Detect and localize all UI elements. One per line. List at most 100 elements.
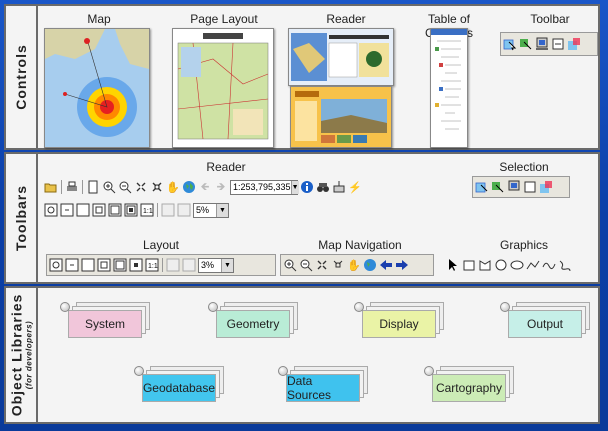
library-system[interactable]: System bbox=[60, 302, 150, 340]
map-thumbnail[interactable] bbox=[44, 28, 150, 148]
layout-zoom-out-icon[interactable] bbox=[65, 258, 79, 272]
back-arrow-icon[interactable]: 🡸 bbox=[200, 180, 210, 193]
zoom-selected-icon[interactable] bbox=[567, 37, 581, 51]
fixed-zoom-out-icon[interactable] bbox=[331, 258, 345, 272]
select-features-icon[interactable] bbox=[475, 180, 489, 194]
select-elements-arrow-icon[interactable] bbox=[446, 258, 460, 272]
fixed-zoom-in-icon[interactable] bbox=[315, 258, 329, 272]
full-extent-globe-icon[interactable] bbox=[182, 180, 196, 194]
reader-toolbar-row-1: ✋ 🡸 🡺 1:253,795,335▼ ⚡ bbox=[42, 176, 428, 198]
zoom-100-percent-icon[interactable]: 1:1 bbox=[140, 203, 154, 217]
attributes-icon[interactable] bbox=[507, 180, 521, 194]
controls-section-label: Controls bbox=[13, 44, 29, 110]
print-icon[interactable] bbox=[65, 180, 79, 194]
selection-toolbar bbox=[472, 176, 570, 198]
scale-combobox[interactable]: 1:253,795,335▼ bbox=[230, 179, 299, 195]
select-features-icon[interactable] bbox=[503, 37, 517, 51]
library-label: Cartography bbox=[435, 381, 503, 395]
object-libraries-section-label: Object Libraries (for developers) bbox=[9, 294, 34, 417]
fixed-zoom-in-icon[interactable] bbox=[134, 180, 148, 194]
library-bead bbox=[278, 366, 288, 376]
library-label: Data Sources bbox=[287, 374, 332, 402]
attributes-icon[interactable] bbox=[535, 37, 549, 51]
clear-selection-icon[interactable] bbox=[551, 37, 565, 51]
back-arrow-icon[interactable] bbox=[379, 258, 393, 272]
find-binoculars-icon[interactable] bbox=[316, 180, 330, 194]
previous-extent-icon[interactable] bbox=[166, 258, 180, 272]
page-layout-thumbnail[interactable] bbox=[172, 28, 274, 148]
layout-fixed-zoom-out-icon[interactable] bbox=[108, 203, 122, 217]
zoom-out-icon[interactable] bbox=[118, 180, 132, 194]
layout-zoom-combobox[interactable]: 3%▼ bbox=[198, 257, 234, 273]
freehand-icon[interactable] bbox=[558, 258, 572, 272]
polygon-icon[interactable] bbox=[478, 258, 492, 272]
open-folder-icon[interactable] bbox=[44, 180, 58, 194]
layout-toolbar: 1:1 3%▼ bbox=[46, 254, 276, 276]
layout-pan-icon[interactable] bbox=[81, 258, 95, 272]
curve-icon[interactable] bbox=[542, 258, 556, 272]
layout-zoom-in-icon[interactable] bbox=[44, 203, 58, 217]
separator bbox=[162, 258, 163, 272]
controls-panel: Controls Map Page Layout bbox=[4, 4, 600, 150]
library-card-front: Output bbox=[508, 310, 582, 338]
layout-fixed-zoom-in-icon[interactable] bbox=[97, 258, 111, 272]
zoom-100-percent-icon[interactable]: 1:1 bbox=[145, 258, 159, 272]
library-geometry[interactable]: Geometry bbox=[208, 302, 298, 340]
separator bbox=[82, 180, 83, 194]
zoom-whole-page-icon[interactable] bbox=[124, 203, 138, 217]
pan-hand-icon[interactable]: ✋ bbox=[347, 259, 361, 272]
library-bead bbox=[60, 302, 70, 312]
zoom-whole-page-icon[interactable] bbox=[129, 258, 143, 272]
forward-arrow-icon[interactable] bbox=[395, 258, 409, 272]
hyperlink-bolt-icon[interactable]: ⚡ bbox=[348, 181, 362, 194]
ellipse-icon[interactable] bbox=[510, 258, 524, 272]
info-icon[interactable] bbox=[300, 180, 314, 194]
document-icon[interactable] bbox=[86, 180, 100, 194]
library-data-sources[interactable]: Data Sources bbox=[278, 366, 368, 404]
zoom-in-icon[interactable] bbox=[102, 180, 116, 194]
library-bead bbox=[500, 302, 510, 312]
zoom-selected-icon[interactable] bbox=[539, 180, 553, 194]
line-icon[interactable] bbox=[526, 258, 540, 272]
pan-hand-icon[interactable]: ✋ bbox=[166, 181, 180, 194]
library-display[interactable]: Display bbox=[354, 302, 444, 340]
circle-icon[interactable] bbox=[494, 258, 508, 272]
layout-fixed-zoom-out-icon[interactable] bbox=[113, 258, 127, 272]
svg-text:1:1: 1:1 bbox=[148, 263, 158, 270]
reader-zoom-combobox[interactable]: 5%▼ bbox=[193, 202, 229, 218]
full-extent-globe-icon[interactable] bbox=[363, 258, 377, 272]
library-cartography[interactable]: Cartography bbox=[424, 366, 514, 404]
layout-pan-icon[interactable] bbox=[76, 203, 90, 217]
library-geodatabase[interactable]: Geodatabase bbox=[134, 366, 224, 404]
library-bead bbox=[354, 302, 364, 312]
reader-thumbnail-2[interactable] bbox=[290, 86, 392, 148]
next-extent-icon[interactable] bbox=[177, 203, 191, 217]
fixed-zoom-out-icon[interactable] bbox=[150, 180, 164, 194]
layout-fixed-zoom-in-icon[interactable] bbox=[92, 203, 106, 217]
toolbars-section-label: Toolbars bbox=[13, 184, 29, 252]
zoom-in-icon[interactable] bbox=[283, 258, 297, 272]
library-card-front: Display bbox=[362, 310, 436, 338]
zoom-out-icon[interactable] bbox=[299, 258, 313, 272]
select-by-graphics-icon[interactable] bbox=[519, 37, 533, 51]
clear-selection-icon[interactable] bbox=[523, 180, 537, 194]
forward-arrow-icon[interactable]: 🡺 bbox=[216, 180, 226, 193]
map-navigation-toolbar: ✋ bbox=[280, 254, 434, 276]
library-card-front: Data Sources bbox=[286, 374, 360, 402]
layout-zoom-value: 3% bbox=[201, 260, 215, 270]
separator bbox=[61, 180, 62, 194]
library-card-front: Geodatabase bbox=[142, 374, 216, 402]
layout-zoom-out-icon[interactable] bbox=[60, 203, 74, 217]
page-layout-label: Page Layout bbox=[190, 12, 258, 26]
reader-thumbnail-1[interactable] bbox=[288, 28, 394, 86]
rectangle-icon[interactable] bbox=[462, 258, 476, 272]
graphics-toolbar-label: Graphics bbox=[499, 238, 549, 252]
previous-extent-icon[interactable] bbox=[161, 203, 175, 217]
go-to-xy-icon[interactable] bbox=[332, 180, 346, 194]
toc-thumbnail[interactable] bbox=[430, 28, 468, 148]
select-by-graphics-icon[interactable] bbox=[491, 180, 505, 194]
library-output[interactable]: Output bbox=[500, 302, 590, 340]
layout-zoom-in-icon[interactable] bbox=[49, 258, 63, 272]
next-extent-icon[interactable] bbox=[182, 258, 196, 272]
map-navigation-toolbar-label: Map Navigation bbox=[318, 238, 402, 252]
